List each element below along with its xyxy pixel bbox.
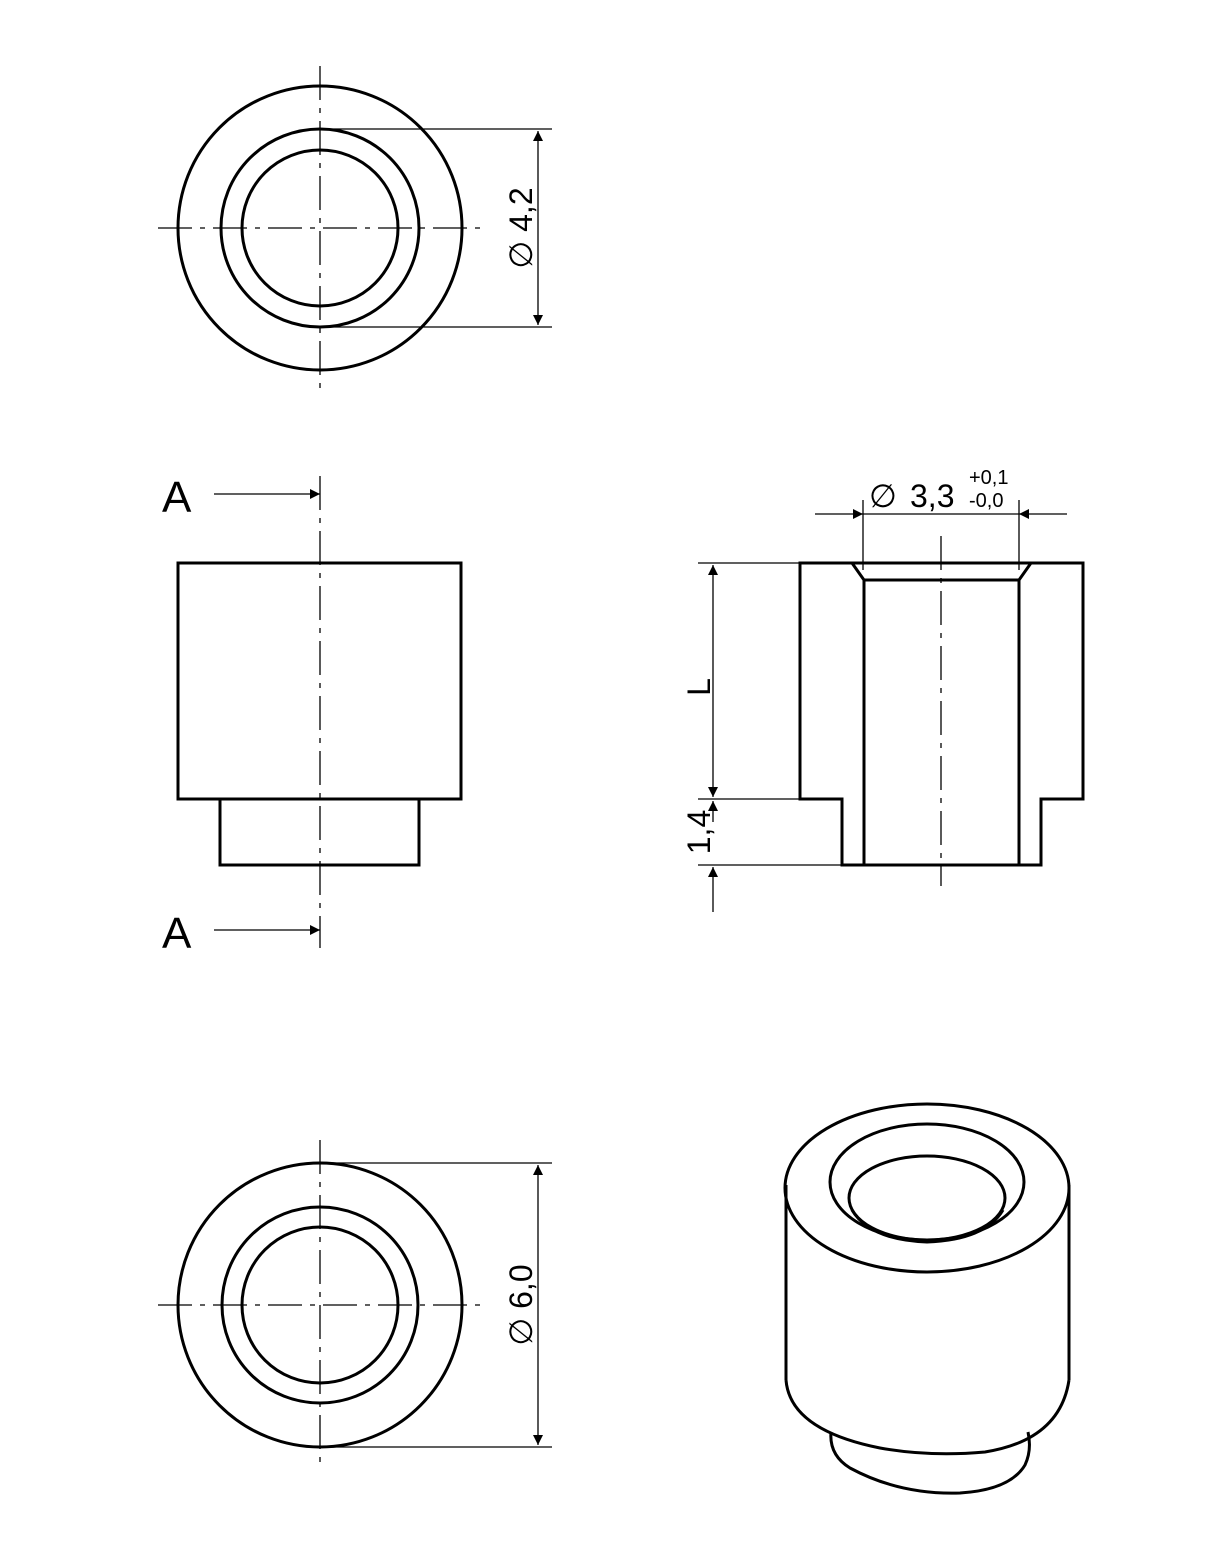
bore-diameter-symbol: ∅	[869, 478, 897, 514]
iso-bore-ellipse	[847, 1154, 1007, 1242]
bottom-view: ∅ 6,0	[158, 1140, 552, 1470]
bottom-view-diameter-text: ∅ 6,0	[503, 1264, 539, 1345]
top-view-diameter-text: ∅ 4,2	[503, 187, 539, 268]
section-label-bottom: A	[162, 909, 192, 958]
iso-chamfer-ellipse	[828, 1122, 1026, 1242]
section-left-wall	[798, 561, 866, 867]
section-right-wall	[1017, 561, 1085, 867]
iso-top-outer-ellipse	[783, 1102, 1071, 1274]
iso-bore-inner-edge	[850, 1209, 1005, 1244]
bore-diameter-value: 3,3	[910, 478, 954, 514]
section-view: ∅ 3,3 +0,1 -0,0 L 1,4	[681, 467, 1085, 912]
section-label-top: A	[162, 473, 192, 522]
top-view: ∅ 4,2	[158, 66, 552, 392]
bore-tolerance-upper: +0,1	[969, 467, 1008, 489]
step-label: 1,4	[681, 810, 717, 854]
length-label: L	[681, 678, 717, 696]
iso-body-bottom	[784, 1379, 1071, 1456]
isometric-view	[783, 1102, 1071, 1495]
top-view-inner-circle	[240, 148, 400, 308]
iso-collar	[829, 1431, 1031, 1495]
bore-tolerance-lower: -0,0	[969, 490, 1003, 512]
front-view: A A	[162, 473, 463, 958]
